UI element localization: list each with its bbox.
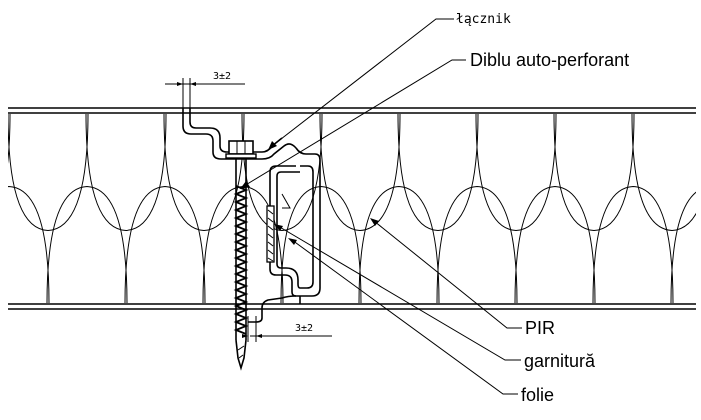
screw-thread xyxy=(233,185,249,335)
label-core: PIR xyxy=(525,318,555,338)
gap-dimension-top: 3±2 xyxy=(165,71,245,108)
leader-lines xyxy=(240,18,522,395)
self-drilling-screw xyxy=(225,140,257,371)
joint-profile xyxy=(182,108,321,323)
label-connector: łącznik xyxy=(456,12,511,27)
gap-label-top: 3±2 xyxy=(213,71,231,82)
label-screw: Diblu auto-perforant xyxy=(470,50,629,70)
gap-dimension-bottom: 3±2 xyxy=(242,316,332,342)
gap-label-bottom: 3±2 xyxy=(295,323,313,334)
label-film: folie xyxy=(521,385,554,405)
panel-faces xyxy=(8,107,696,310)
label-gasket: garnitură xyxy=(524,351,596,371)
gasket-strip xyxy=(266,193,291,263)
